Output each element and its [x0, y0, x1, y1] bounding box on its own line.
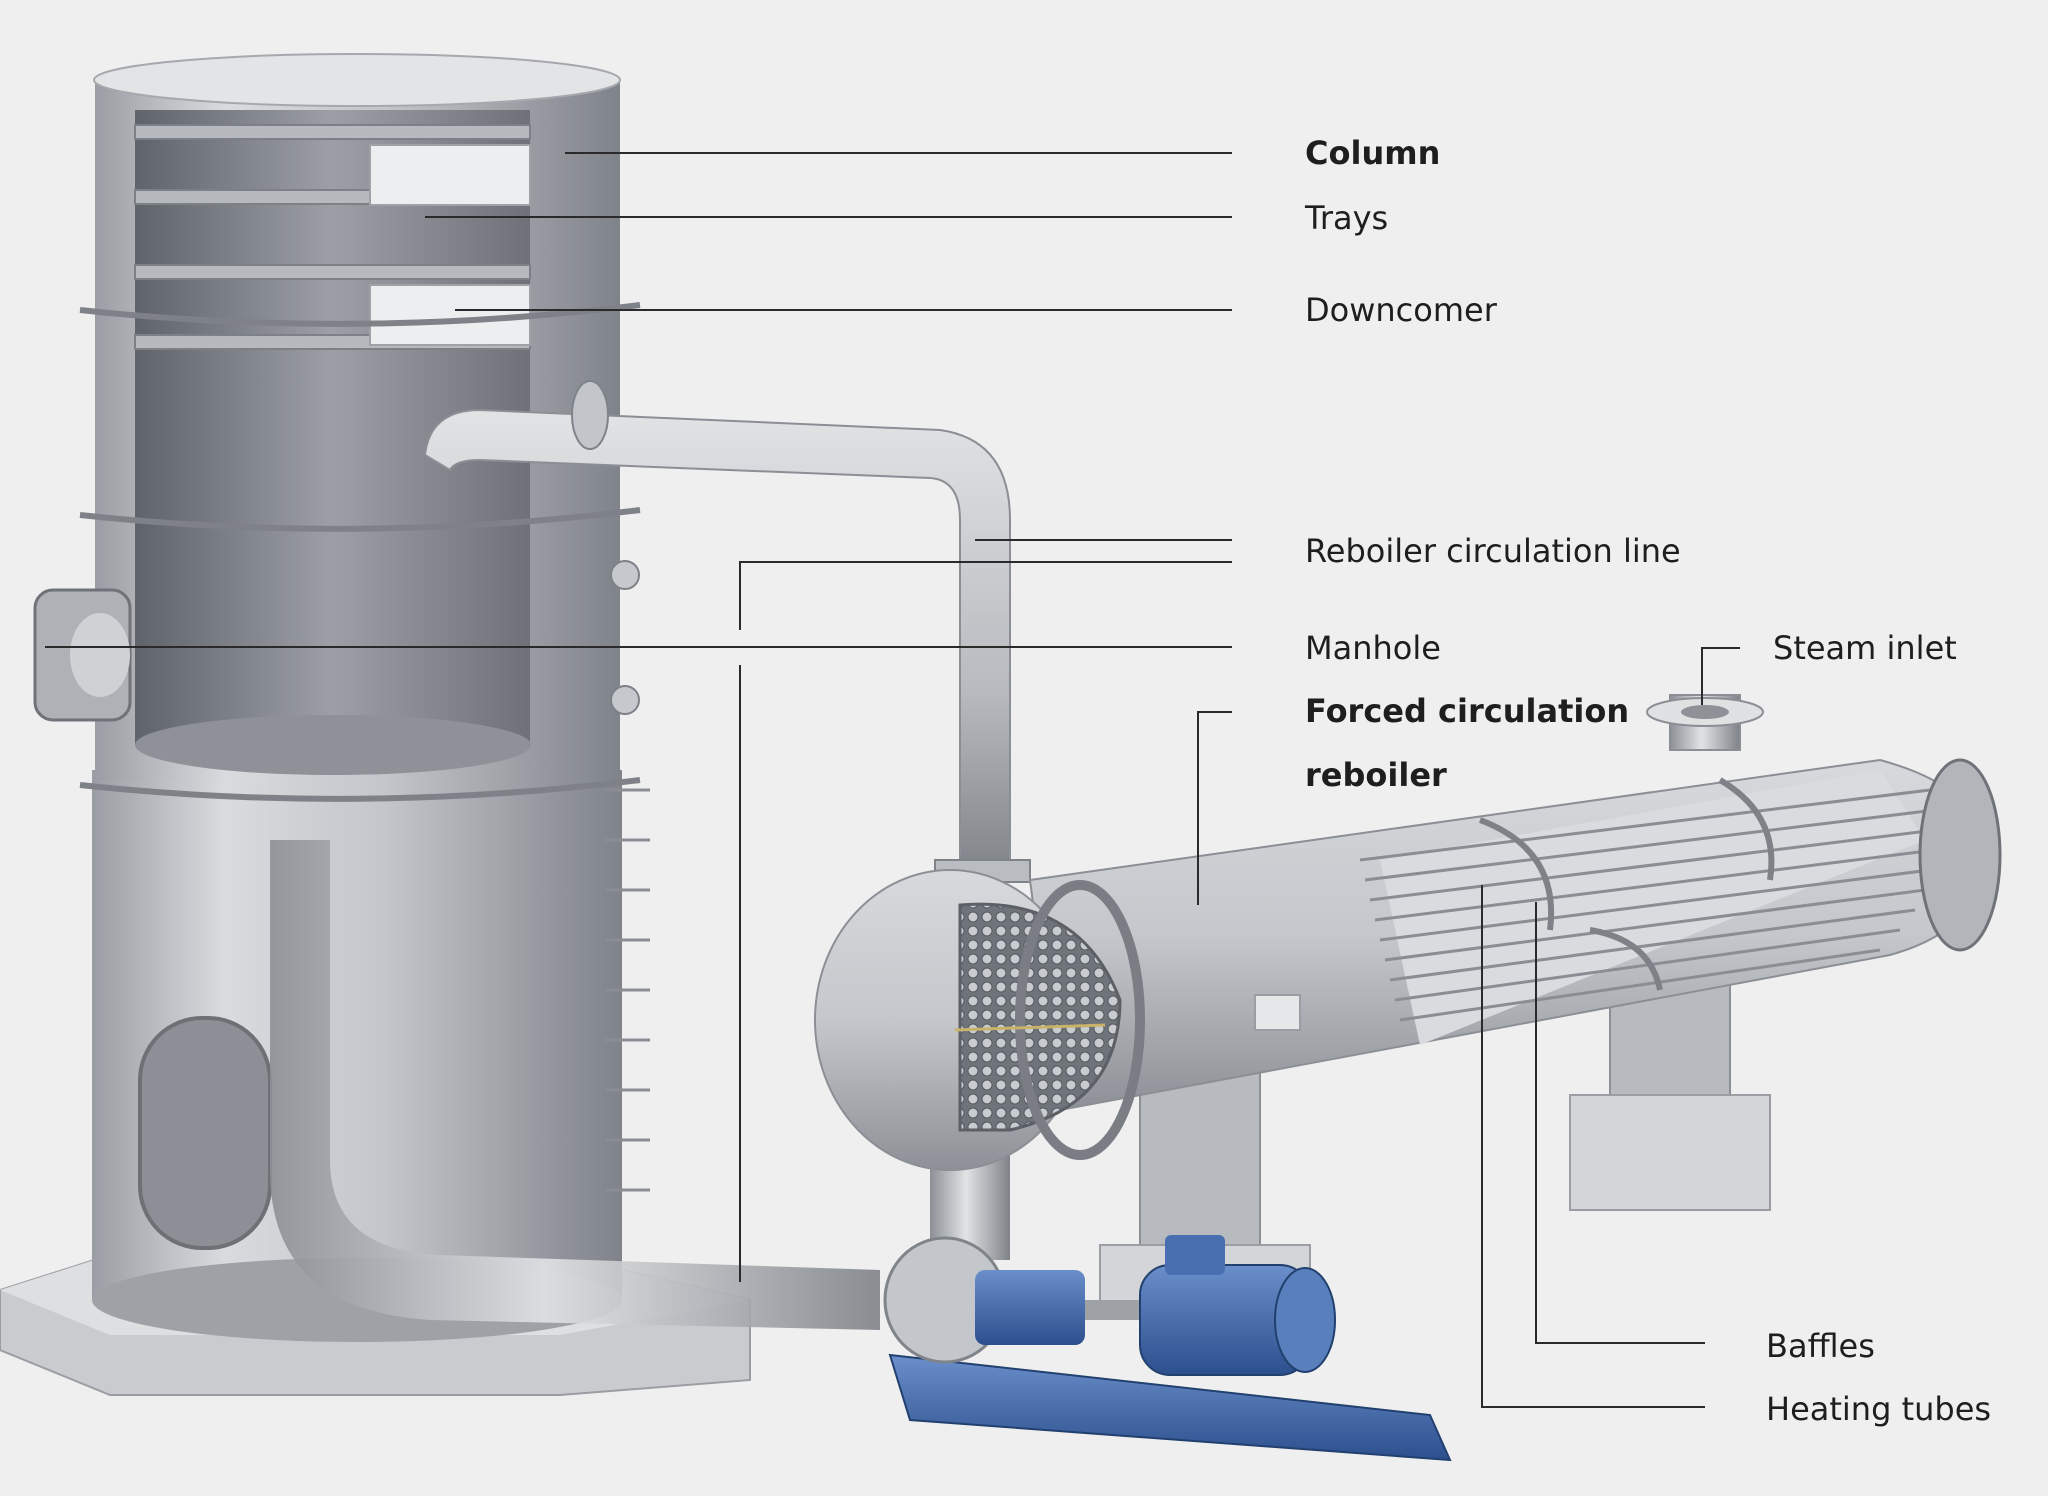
column-vessel: [0, 53, 880, 1396]
leader-heating-tubes: [1481, 885, 1705, 1408]
circulation-pump: [883, 1235, 1452, 1462]
leader-steam-inlet: [1701, 647, 1740, 705]
leader-circulation-line-b: [739, 561, 1232, 630]
label-reboiler-circulation-line: Reboiler circulation line: [1305, 532, 1681, 570]
label-forced-circulation: Forced circulation: [1305, 692, 1630, 730]
forced-circulation-reboiler: [814, 694, 2002, 1306]
leader-baffles: [1535, 902, 1705, 1344]
label-heating-tubes: Heating tubes: [1766, 1390, 1992, 1428]
label-steam-inlet: Steam inlet: [1773, 629, 1957, 667]
label-downcomer: Downcomer: [1305, 291, 1497, 329]
label-manhole: Manhole: [1305, 629, 1441, 667]
label-trays: Trays: [1305, 199, 1389, 237]
leader-lines: [45, 152, 1740, 1408]
label-reboiler: reboiler: [1305, 756, 1447, 794]
label-column: Column: [1305, 134, 1441, 172]
leader-reboiler: [1197, 711, 1232, 905]
label-baffles: Baffles: [1766, 1327, 1875, 1365]
